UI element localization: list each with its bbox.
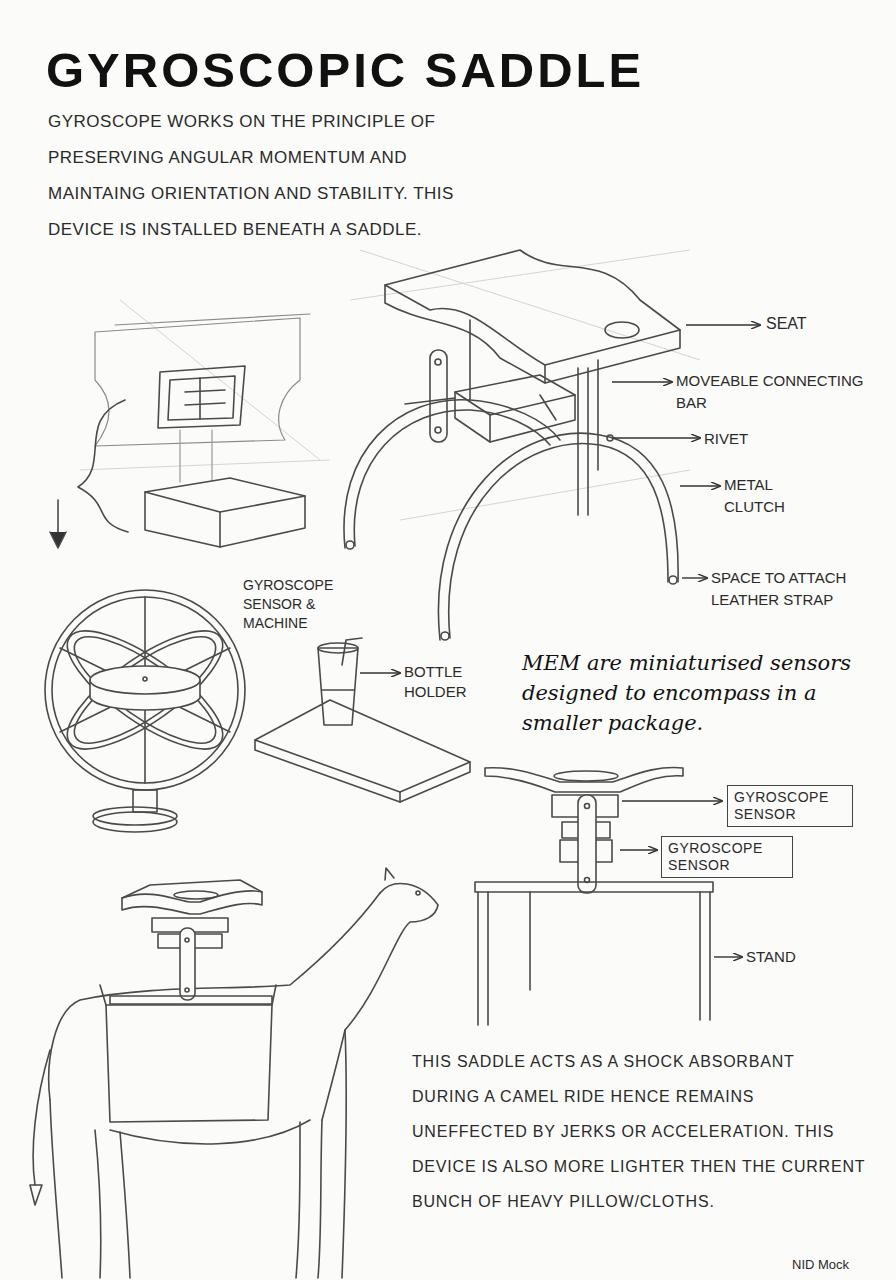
part-label: SEAT xyxy=(766,314,866,334)
sensor-box: GYROSCOPE SENSOR xyxy=(727,785,853,827)
page-title: GYROSCOPIC SADDLE xyxy=(46,40,644,100)
part-label: MOVEABLE CONNECTING BAR xyxy=(676,370,891,414)
part-label: METAL CLUTCH xyxy=(724,474,824,518)
page-mark: NID Mock xyxy=(792,1256,887,1274)
box-text: GYROSCOPE SENSOR xyxy=(668,840,786,874)
part-label: RIVET xyxy=(704,429,804,449)
part-label: GYROSCOPE SENSOR & MACHINE xyxy=(243,576,353,633)
sensor-box: GYROSCOPE SENSOR xyxy=(661,836,793,878)
part-label: SPACE TO ATTACH LEATHER STRAP xyxy=(711,567,886,611)
box-text: GYROSCOPE SENSOR xyxy=(734,789,846,823)
description-note: THIS SADDLE ACTS AS A SHOCK ABSORBANT DU… xyxy=(412,1044,867,1219)
intro-note: GYROSCOPE WORKS ON THE PRINCIPLE OF PRES… xyxy=(48,104,458,248)
part-label: STAND xyxy=(746,947,836,967)
mem-note: MEM are miniaturised sensors designed to… xyxy=(522,648,867,738)
part-label: BOTTLE HOLDER xyxy=(404,662,494,702)
